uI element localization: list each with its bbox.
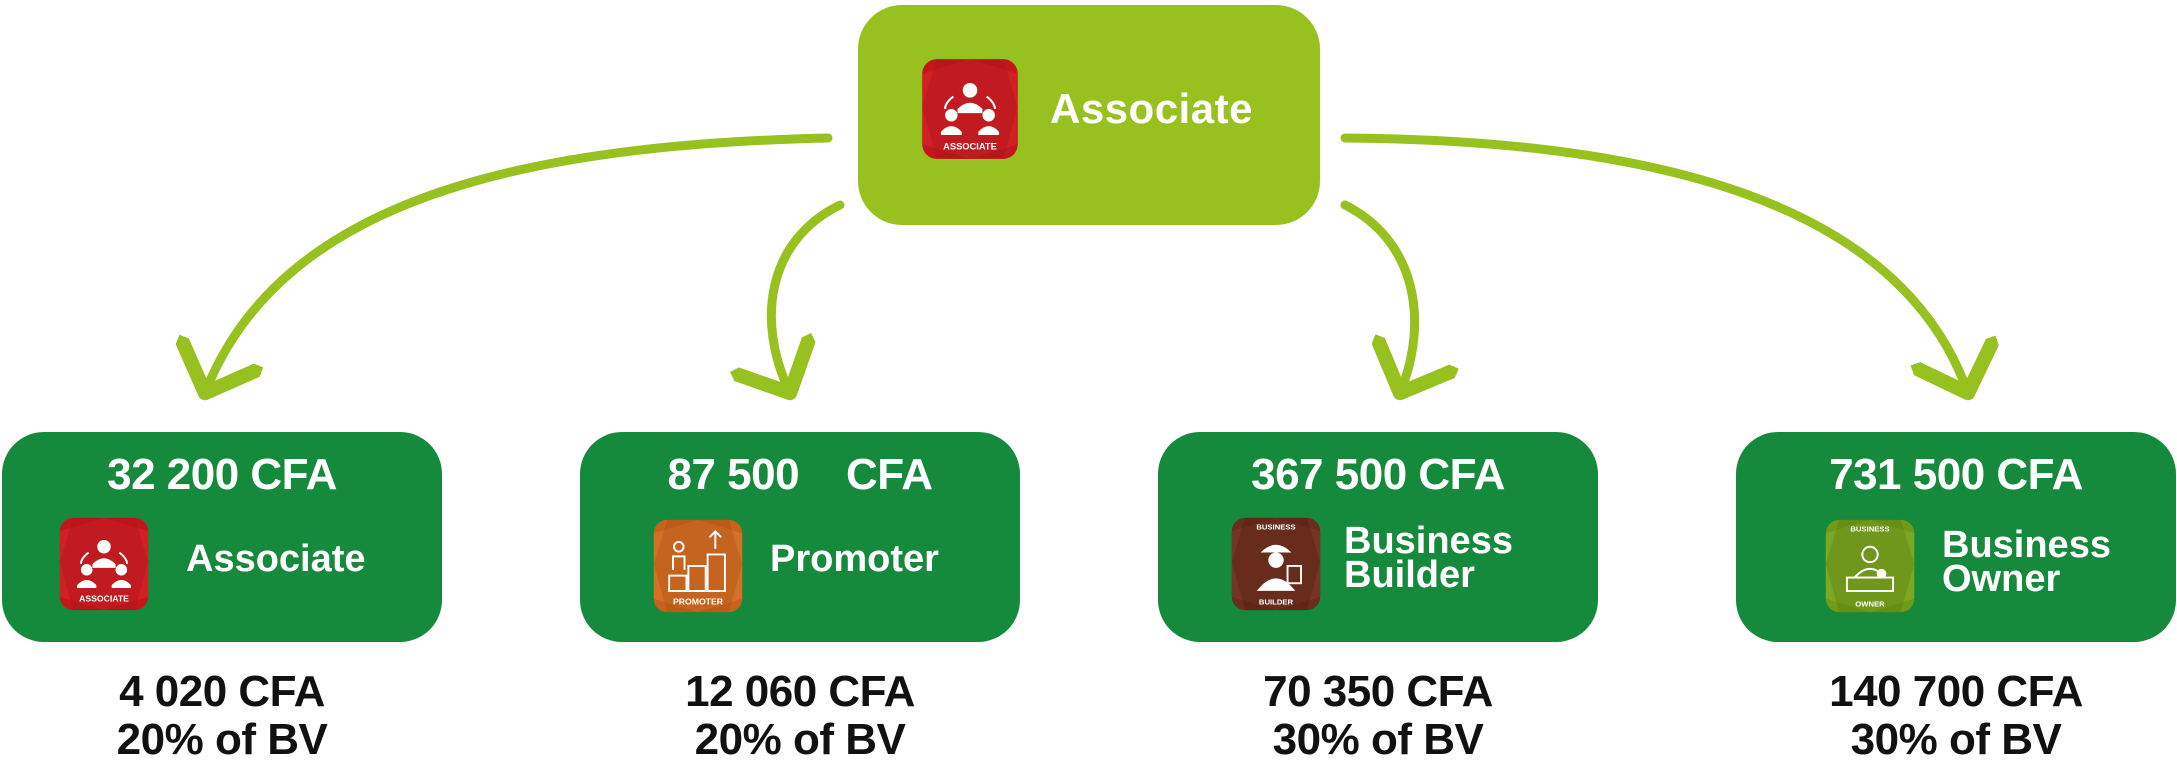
associate-badge-icon: ASSOCIATE	[922, 59, 1018, 159]
svg-text:ASSOCIATE: ASSOCIATE	[943, 142, 997, 152]
tier-label: Promoter	[770, 538, 939, 580]
tier-payout-promoter: 12 060 CFA 20% of BV	[580, 668, 1020, 764]
associate-badge-icon: ASSOCIATE	[59, 517, 149, 611]
payout-rate: 20% of BV	[694, 715, 906, 764]
arrow-to-promoter	[771, 200, 845, 393]
svg-text:BUSINESS: BUSINESS	[1256, 522, 1295, 531]
promoter-badge-icon: PROMOTER	[653, 519, 743, 613]
tier-card-associate: 32 200 CFA ASSOCIATE Associate	[2, 432, 442, 642]
payout-rate: 30% of BV	[1272, 715, 1484, 764]
svg-text:BUSINESS: BUSINESS	[1850, 524, 1889, 533]
tier-price: 731 500 CFA	[1829, 450, 2083, 499]
tier-payout-business-builder: 70 350 CFA 30% of BV	[1158, 668, 1598, 764]
tier-label: Business Owner	[1942, 524, 2111, 600]
payout-amount: 12 060 CFA	[685, 667, 915, 716]
svg-text:OWNER: OWNER	[1855, 599, 1885, 608]
payout-amount: 4 020 CFA	[119, 667, 325, 716]
tier-card-business-builder: 367 500 CFA BUSINESS BUILDER Business Bu…	[1158, 432, 1598, 642]
tier-price: 367 500 CFA	[1251, 450, 1505, 499]
tier-card-promoter: 87 500 CFA PROMOTER Promoter	[580, 432, 1020, 642]
tier-price: 32 200 CFA	[107, 450, 337, 499]
payout-amount: 140 700 CFA	[1829, 667, 2083, 716]
svg-text:BUILDER: BUILDER	[1259, 597, 1294, 606]
tier-label: Associate	[186, 538, 366, 580]
arrow-to-associate	[205, 133, 833, 393]
tier-payout-business-owner: 140 700 CFA 30% of BV	[1736, 668, 2176, 764]
business-owner-badge-icon: BUSINESS OWNER	[1825, 519, 1915, 613]
business-builder-badge-icon: BUSINESS BUILDER	[1231, 517, 1321, 611]
root-rank-card: ASSOCIATE Associate	[858, 5, 1320, 225]
tier-label: Business Builder	[1344, 520, 1513, 596]
payout-amount: 70 350 CFA	[1263, 667, 1493, 716]
svg-text:ASSOCIATE: ASSOCIATE	[79, 594, 129, 604]
tier-payout-associate: 4 020 CFA 20% of BV	[2, 668, 442, 764]
arrow-to-business-builder	[1340, 200, 1415, 393]
tier-price: 87 500 CFA	[667, 450, 933, 499]
arrow-to-business-owner	[1340, 133, 1968, 393]
payout-rate: 30% of BV	[1850, 715, 2062, 764]
tier-card-business-owner: 731 500 CFA BUSINESS OWNER Business Owne…	[1736, 432, 2176, 642]
svg-text:PROMOTER: PROMOTER	[673, 596, 724, 606]
root-rank-title: Associate	[1050, 85, 1253, 132]
payout-rate: 20% of BV	[116, 715, 328, 764]
